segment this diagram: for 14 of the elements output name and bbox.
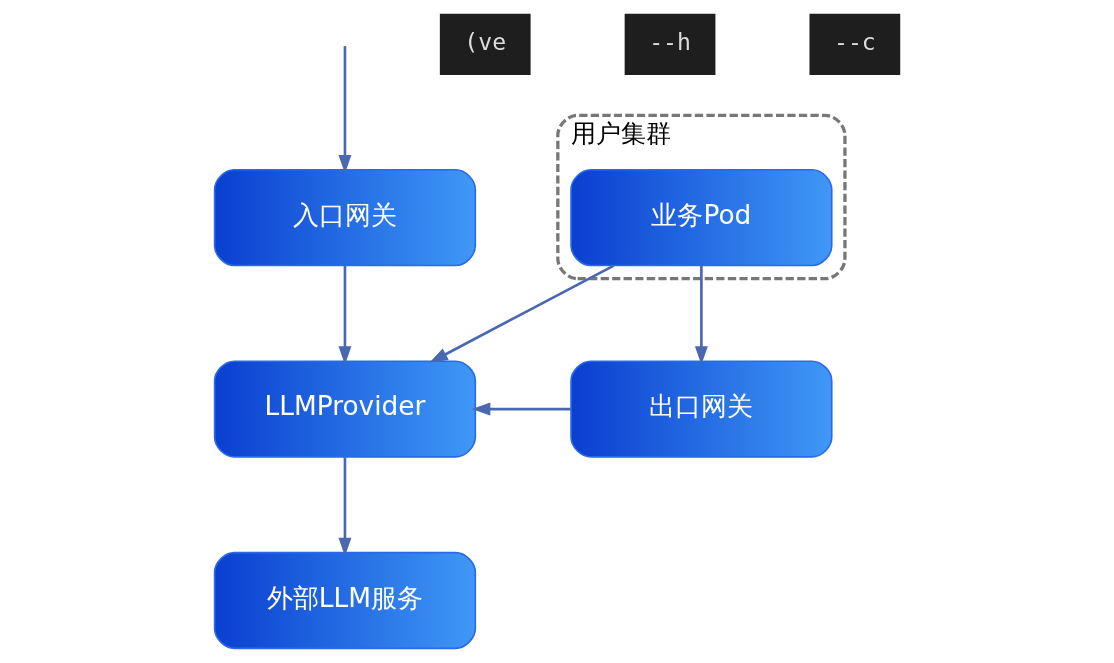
arrow: [471, 402, 571, 416]
label: (ve: [464, 29, 507, 56]
node-box: 外部LLM服务: [213, 551, 477, 650]
arrow: [694, 265, 708, 365]
arrow: [338, 265, 352, 365]
arrow: [338, 46, 352, 174]
node-box: LLMProvider: [213, 360, 477, 458]
node-box: 出口网关: [570, 360, 833, 458]
node-box: 入口网关: [213, 168, 477, 267]
arrow: [338, 457, 352, 557]
node-box: 业务Pod: [570, 168, 833, 267]
arrow: [429, 264, 615, 363]
label: --h: [649, 29, 691, 56]
label: --c: [833, 29, 876, 56]
